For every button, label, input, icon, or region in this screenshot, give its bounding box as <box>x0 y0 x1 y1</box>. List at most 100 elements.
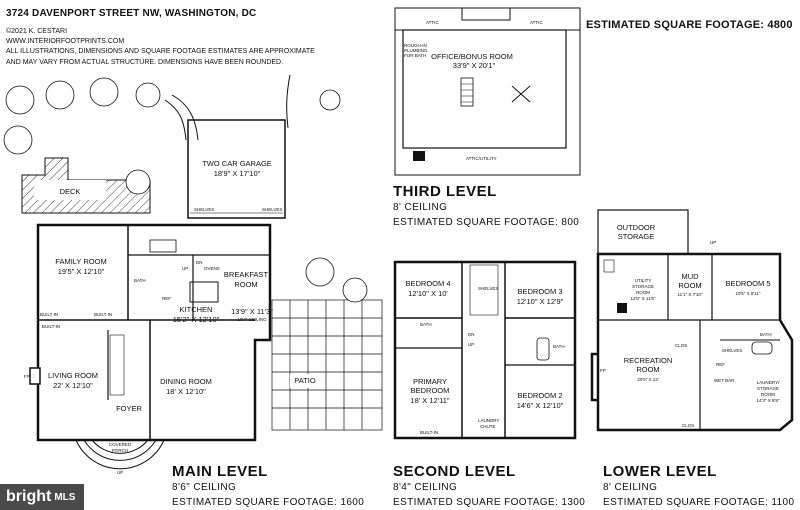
main-level-plan: TWO CAR GARAGE 18'9" X 17'10" SHELVES SH… <box>3 74 383 475</box>
kitchen-name: KITCHEN <box>180 305 213 314</box>
breakfast-ceiling: 10'7" CEILING <box>237 317 267 322</box>
third-level-sqft: ESTIMATED SQUARE FOOTAGE: 800 <box>393 217 580 228</box>
disclaimer-line-1: ALL ILLUSTRATIONS, DIMENSIONS AND SQUARE… <box>6 48 315 55</box>
bedroom-2-dim: 14'6" X 12'10" <box>517 401 564 410</box>
dining-room-name: DINING ROOM <box>160 377 212 386</box>
third-level-ceiling: 8' CEILING <box>393 202 448 213</box>
utility-name-3: ROOM <box>636 290 650 295</box>
bedroom-2-name: BEDROOM 2 <box>517 391 562 400</box>
patio-name: PATIO <box>294 376 316 385</box>
living-room-name: LIVING ROOM <box>48 371 98 380</box>
outdoor-storage-name-2: STORAGE <box>618 232 655 241</box>
porch-up: UP <box>117 470 123 475</box>
utility-name: UTILITY <box>635 278 652 283</box>
porch-name: COVERED <box>109 442 132 447</box>
address-title: 3724 DAVENPORT STREET NW, WASHINGTON, DC <box>6 8 257 19</box>
ceiling-fan-icon <box>511 85 531 103</box>
breakfast-name-2: ROOM <box>234 280 257 289</box>
porch-name-2: PORCH <box>112 448 128 453</box>
lower-clos-2: CLOS <box>682 423 694 428</box>
wet-bar: WET BAR <box>714 378 735 383</box>
laundry-name-2: STORAGE <box>757 386 779 391</box>
office-name: OFFICE/BONUS ROOM <box>431 52 513 61</box>
outdoor-storage-name: OUTDOOR <box>617 223 656 232</box>
second-dn: DN <box>468 332 475 337</box>
second-level-plan: BEDROOM 4 12'10" X 10' BEDROOM 3 12'10" … <box>393 260 577 440</box>
mud-room-name-2: ROOM <box>678 281 701 290</box>
third-level-plan: OFFICE/BONUS ROOM 33'9" X 20'1" ATTIC AT… <box>394 7 581 176</box>
garage-shelves-2: SHELVES <box>262 207 282 212</box>
family-builtin-1: BUILT-IN <box>40 312 58 317</box>
third-level-title: THIRD LEVEL <box>393 183 497 200</box>
recreation-room-name-2: ROOM <box>636 365 659 374</box>
primary-bedroom-name-2: BEDROOM <box>411 386 450 395</box>
kitchen-bath: BATH <box>134 278 146 283</box>
recreation-room-dim: 20'5" X 13' <box>637 377 658 382</box>
brand-suffix: MLS <box>54 491 76 503</box>
total-square-footage: ESTIMATED SQUARE FOOTAGE: 4800 <box>586 19 793 31</box>
website: WWW.INTERIORFOOTPRINTS.COM <box>6 38 125 45</box>
lower-up: UP <box>710 240 716 245</box>
main-level-ceiling: 8'6" CEILING <box>172 482 237 493</box>
second-bath-1: BATH <box>420 322 432 327</box>
family-builtin-2: BUILT-IN <box>94 312 112 317</box>
patio-stones <box>271 299 383 431</box>
second-level-ceiling: 8'4" CEILING <box>393 482 458 493</box>
kitchen-dim: 15'2" X 12'10" <box>173 315 220 324</box>
kitchen-dn: DN <box>196 260 203 265</box>
attic-utility: ATTIC/UTILITY <box>466 156 497 161</box>
lower-ref: REF <box>716 362 725 367</box>
main-level-sqft: ESTIMATED SQUARE FOOTAGE: 1600 <box>172 497 365 508</box>
kitchen-up: UP <box>182 266 188 271</box>
garage-name: TWO CAR GARAGE <box>202 159 272 168</box>
second-level-title: SECOND LEVEL <box>393 463 516 480</box>
lower-level-title: LOWER LEVEL <box>603 463 717 480</box>
breakfast-dim: 13'9" X 11'3" <box>231 307 273 316</box>
brand-name: bright <box>6 488 52 505</box>
landscape-trees <box>3 77 368 303</box>
third-level-caption: THIRD LEVEL 8' CEILING ESTIMATED SQUARE … <box>393 183 579 230</box>
second-level-caption: SECOND LEVEL 8'4" CEILING ESTIMATED SQUA… <box>393 463 585 510</box>
deck-name: DECK <box>60 187 81 196</box>
bedroom-3-name: BEDROOM 3 <box>517 287 562 296</box>
bedroom-5-dim: 10'6" X 9'11" <box>735 291 760 296</box>
bedroom-5-name: BEDROOM 5 <box>725 279 770 288</box>
mud-room-dim: 11'1" X 7'10" <box>677 292 702 297</box>
lower-clos-1: CLOS <box>675 343 687 348</box>
lower-level-caption: LOWER LEVEL 8' CEILING ESTIMATED SQUARE … <box>603 463 794 510</box>
second-up: UP <box>468 342 474 347</box>
foyer-name: FOYER <box>116 404 142 413</box>
living-fp: FP <box>24 374 30 379</box>
garage-dim: 18'9" X 17'10" <box>214 169 261 178</box>
kitchen-ref: REF <box>162 296 171 301</box>
garage-shelves-1: SHELVES <box>194 207 214 212</box>
mud-room-name: MUD <box>681 272 699 281</box>
attic-right: ATTIC <box>530 20 543 25</box>
recreation-room-name: RECREATION <box>624 356 673 365</box>
breakfast-name: BREAKFAST <box>224 270 269 279</box>
kitchen-ovens: OVENS <box>204 266 220 271</box>
bedroom-3-dim: 12'10" X 12'9" <box>517 297 564 306</box>
lower-level-sqft: ESTIMATED SQUARE FOOTAGE: 1100 <box>603 497 795 508</box>
utility-dim: 12'9" X 11'5" <box>630 296 655 301</box>
lower-bath: BATH <box>760 332 772 337</box>
bedroom-4-name: BEDROOM 4 <box>405 279 450 288</box>
bedroom-4-dim: 12'10" X 10' <box>408 289 448 298</box>
second-bath-2: BATH <box>553 344 565 349</box>
family-room-name: FAMILY ROOM <box>55 257 106 266</box>
second-shelves: SHELVES <box>478 286 498 291</box>
living-room-dim: 22' X 12'10" <box>53 381 93 390</box>
copyright: ©2021 K. CESTARI <box>6 28 68 35</box>
laundry-name-3: ROOM <box>761 392 775 397</box>
main-level-caption: MAIN LEVEL 8'6" CEILING ESTIMATED SQUARE… <box>172 463 364 510</box>
office-dim: 33'9" X 20'1" <box>453 61 496 70</box>
lower-shelves: SHELVES <box>722 348 742 353</box>
utility-name-2: STORAGE <box>632 284 654 289</box>
lower-level-ceiling: 8' CEILING <box>603 482 658 493</box>
dining-room-dim: 18' X 12'10" <box>166 387 206 396</box>
rough-in-3: FOR BATH <box>404 53 426 58</box>
living-builtin: BUILT-IN <box>42 324 60 329</box>
laundry-chute-2: CHUTE <box>480 424 496 429</box>
